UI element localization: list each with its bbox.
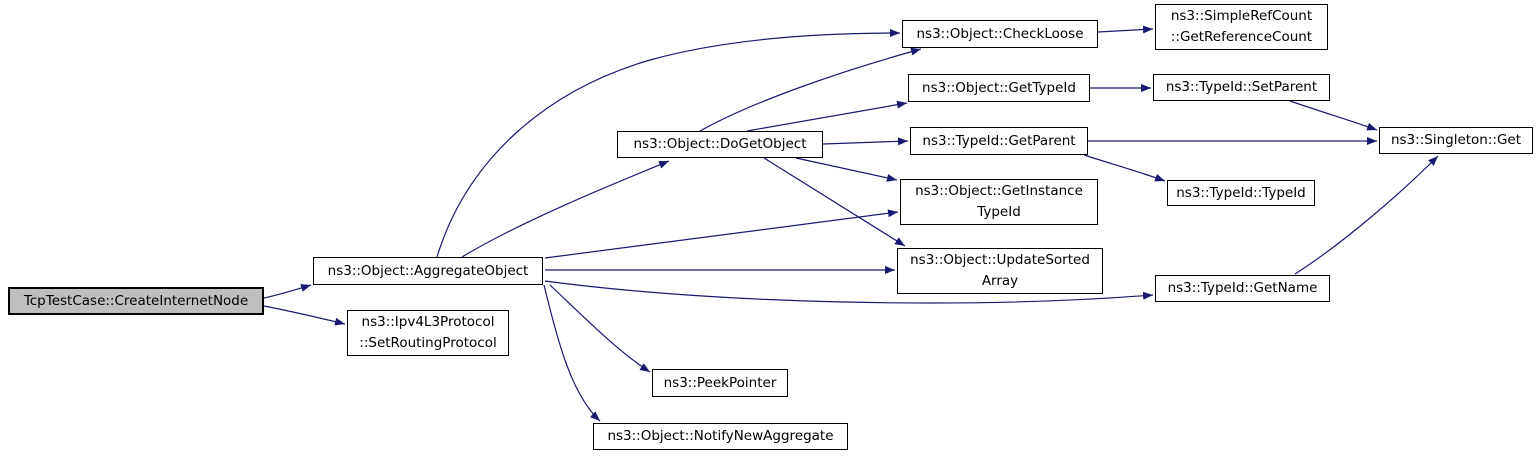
node-label: ns3::Object::UpdateSorted Array [910, 252, 1090, 289]
node-set-parent[interactable]: ns3::TypeId::SetParent [1153, 74, 1330, 101]
edge-getparent-typeidconstructor [1083, 154, 1166, 182]
node-singleton-get[interactable]: ns3::Singleton::Get [1379, 127, 1533, 154]
node-get-type-id[interactable]: ns3::Object::GetTypeId [908, 74, 1090, 102]
node-get-name[interactable]: ns3::TypeId::GetName [1155, 275, 1330, 302]
node-get-parent[interactable]: ns3::TypeId::GetParent [910, 127, 1088, 155]
edge-getname-singletonget [1294, 155, 1439, 275]
node-get-reference-count[interactable]: ns3::SimpleRefCount ::GetReferenceCount [1155, 4, 1328, 50]
node-notify-new-aggregate[interactable]: ns3::Object::NotifyNewAggregate [593, 423, 848, 450]
node-get-instance-type-id[interactable]: ns3::Object::GetInstance TypeId [900, 179, 1098, 225]
edge-checkloose-getreferencecount [1097, 25, 1154, 34]
edge-aggregateobject-dogetobject [461, 160, 670, 258]
edge-aggregateobject-notifynewaggregate [543, 284, 601, 422]
edge-aggregateobject-checkloose [436, 29, 901, 258]
node-label: ns3::TypeId::GetParent [922, 132, 1076, 149]
node-update-sorted-array[interactable]: ns3::Object::UpdateSorted Array [897, 248, 1103, 294]
node-label: ns3::Object::DoGetObject [633, 136, 807, 152]
edge-createinternetnode-setroutingprotocol [263, 305, 346, 326]
node-label: ns3::TypeId::GetName [1167, 280, 1318, 296]
node-label: ns3::Object::AggregateObject [327, 262, 529, 279]
node-label: ns3::Object::GetTypeId [922, 79, 1076, 96]
edge-aggregateobject-getname [544, 280, 1154, 304]
node-create-internet-node: TcpTestCase::CreateInternetNode [8, 287, 264, 315]
node-aggregate-object[interactable]: ns3::Object::AggregateObject [313, 257, 543, 285]
node-set-routing-protocol[interactable]: ns3::Ipv4L3Protocol ::SetRoutingProtocol [347, 310, 509, 356]
node-label: ns3::Object::NotifyNewAggregate [607, 428, 834, 444]
node-label: ns3::Object::GetInstance TypeId [915, 183, 1083, 220]
node-label: ns3::TypeId::TypeId [1176, 184, 1306, 201]
edge-dogetobject-gettypeid [746, 100, 908, 132]
edge-dogetobject-getinstancetypeid [795, 157, 898, 182]
edge-aggregateobject-getinstancetypeid [544, 209, 899, 259]
edge-dogetobject-getparent [822, 137, 909, 146]
edge-setparent-singletonget [1289, 100, 1378, 131]
node-check-loose[interactable]: ns3::Object::CheckLoose [902, 20, 1098, 48]
node-label: ns3::SimpleRefCount ::GetReferenceCount [1170, 8, 1313, 45]
node-peek-pointer[interactable]: ns3::PeekPointer [652, 369, 788, 397]
edge-dogetobject-updatesortedarray [763, 157, 906, 247]
node-label: ns3::Ipv4L3Protocol ::SetRoutingProtocol [359, 314, 497, 351]
node-label: ns3::TypeId::SetParent [1165, 79, 1318, 95]
node-do-get-object[interactable]: ns3::Object::DoGetObject [617, 131, 823, 158]
node-label: TcpTestCase::CreateInternetNode [23, 292, 249, 309]
edge-createinternetnode-aggregateobject [263, 284, 312, 299]
edge-dogetobject-checkloose [699, 47, 922, 132]
node-type-id-constructor[interactable]: ns3::TypeId::TypeId [1167, 180, 1315, 206]
node-label: ns3::PeekPointer [663, 374, 777, 391]
edge-aggregateobject-peekpointer [549, 284, 651, 373]
node-label: ns3::Object::CheckLoose [916, 25, 1084, 42]
node-label: ns3::Singleton::Get [1390, 132, 1522, 148]
